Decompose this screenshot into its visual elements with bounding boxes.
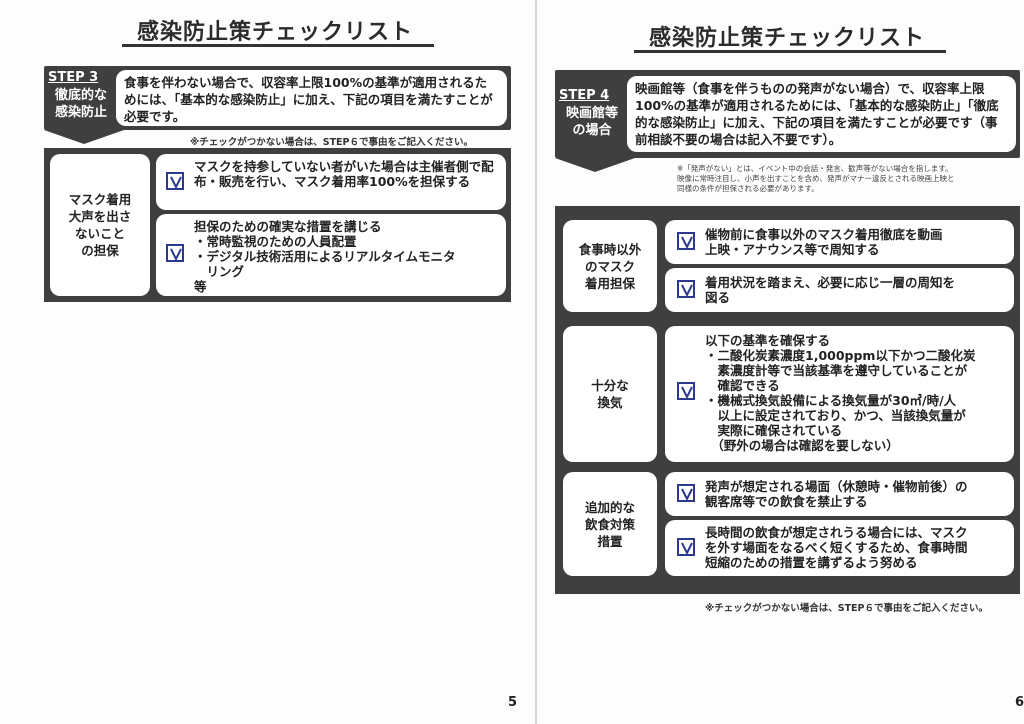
page-5: 感染防止策チェックリスト STEP 3 徹底的な 感染防止 食事を伴わない場合で… — [44, 20, 518, 710]
section-label-food: 追加的な 飲食対策 措置 — [563, 472, 657, 576]
step3-description: 食事を伴わない場合で、収容率上限100%の基準が適用されるためには、「基本的な感… — [116, 70, 507, 126]
title-underline — [122, 44, 434, 47]
checklist-item: 着用状況を踏まえ、必要に応じ一層の周知を 図る — [665, 268, 1014, 312]
checklist-panel: 食事時以外 のマスク 着用担保 催物前に食事以外のマスク着用徹底を動画 上映・ア… — [555, 206, 1020, 594]
page-number: 5 — [508, 695, 518, 710]
step4-badge: STEP 4 映画館等 の場合 — [559, 88, 625, 139]
checkbox[interactable] — [677, 280, 695, 298]
page-title: 感染防止策チェックリスト — [136, 20, 413, 45]
checklist-item: 発声が想定される場面（休憩時・催物前後）の 観客席等での飲食を禁止する — [665, 472, 1014, 516]
speech-definition-note: ※「発声がない」とは、イベント中の会話・発言、歓声等がない場合を指します。 映像… — [677, 164, 955, 193]
step4-arrow — [555, 158, 635, 172]
section-label-mask: マスク着用 大声を出さ ないこと の担保 — [50, 154, 150, 296]
step6-note: ※チェックがつかない場合は、STEP６で事由をご記入ください。 — [190, 137, 474, 148]
section-label-ventilation: 十分な 換気 — [563, 326, 657, 462]
step3-banner: STEP 3 徹底的な 感染防止 食事を伴わない場合で、収容率上限100%の基準… — [44, 66, 511, 130]
step3-label: STEP 3 — [48, 70, 99, 85]
checklist-item-text: 以下の基準を確保する ・二酸化炭素濃度1,000ppm以下かつ二酸化炭 素濃度計… — [705, 333, 976, 453]
checklist-item-text: 担保のための確実な措置を講じる ・常時監視のための人員配置 ・デジタル技術活用に… — [194, 219, 456, 294]
checkbox[interactable] — [166, 172, 184, 190]
checkbox[interactable] — [166, 244, 184, 262]
checkmark-icon — [170, 176, 182, 189]
checklist-item-text: マスクを持参していない者がいた場合は主催者側で配布・販売を行い、マスク着用率10… — [194, 159, 494, 189]
checklist-item: 担保のための確実な措置を講じる ・常時監視のための人員配置 ・デジタル技術活用に… — [156, 214, 506, 296]
checklist-item: マスクを持参していない者がいた場合は主催者側で配布・販売を行い、マスク着用率10… — [156, 154, 506, 210]
step4-banner: STEP 4 映画館等 の場合 映画館等（食事を伴うものの発声がない場合）で、収… — [555, 70, 1020, 158]
checklist-item: 以下の基準を確保する ・二酸化炭素濃度1,000ppm以下かつ二酸化炭 素濃度計… — [665, 326, 1014, 462]
checkmark-icon — [681, 236, 693, 249]
checklist-item-text: 発声が想定される場面（休憩時・催物前後）の 観客席等での飲食を禁止する — [705, 479, 968, 509]
checklist-item-text: 催物前に食事以外のマスク着用徹底を動画 上映・アナウンス等で周知する — [705, 227, 943, 257]
step4-label: STEP 4 — [559, 88, 610, 103]
checkbox[interactable] — [677, 484, 695, 502]
step3-badge: STEP 3 徹底的な 感染防止 — [48, 70, 114, 121]
checklist-item-text: 着用状況を踏まえ、必要に応じ一層の周知を 図る — [705, 275, 956, 305]
page-title: 感染防止策チェックリスト — [648, 26, 925, 51]
checklist-item: 長時間の飲食が想定されうる場合には、マスク を外す場面をなるべく短くするため、食… — [665, 520, 1014, 576]
checkmark-icon — [681, 542, 693, 555]
checkbox[interactable] — [677, 538, 695, 556]
checkbox[interactable] — [677, 382, 695, 400]
checkmark-icon — [170, 248, 182, 261]
checkmark-icon — [681, 386, 693, 399]
title-underline — [634, 50, 946, 53]
checkmark-icon — [681, 284, 693, 297]
page-6: 感染防止策チェックリスト STEP 4 映画館等 の場合 映画館等（食事を伴うも… — [537, 0, 1024, 724]
step4-description: 映画館等（食事を伴うものの発声がない場合）で、収容率上限100%の基準が適用され… — [627, 76, 1016, 152]
step6-note: ※チェックがつかない場合は、STEP６で事由をご記入ください。 — [705, 603, 989, 614]
step4-subtitle: 映画館等 の場合 — [565, 106, 618, 138]
checklist-panel: マスク着用 大声を出さ ないこと の担保 マスクを持参していない者がいた場合は主… — [44, 148, 511, 302]
page-number: 6 — [1015, 695, 1024, 710]
section-label-mask: 食事時以外 のマスク 着用担保 — [563, 220, 657, 312]
checklist-item-text: 長時間の飲食が想定されうる場合には、マスク を外す場面をなるべく短くするため、食… — [705, 525, 968, 570]
step3-subtitle: 徹底的な 感染防止 — [54, 88, 107, 120]
checkbox[interactable] — [677, 232, 695, 250]
checklist-item: 催物前に食事以外のマスク着用徹底を動画 上映・アナウンス等で周知する — [665, 220, 1014, 264]
step3-arrow — [44, 130, 124, 144]
checkmark-icon — [681, 488, 693, 501]
page-gutter — [535, 0, 537, 724]
